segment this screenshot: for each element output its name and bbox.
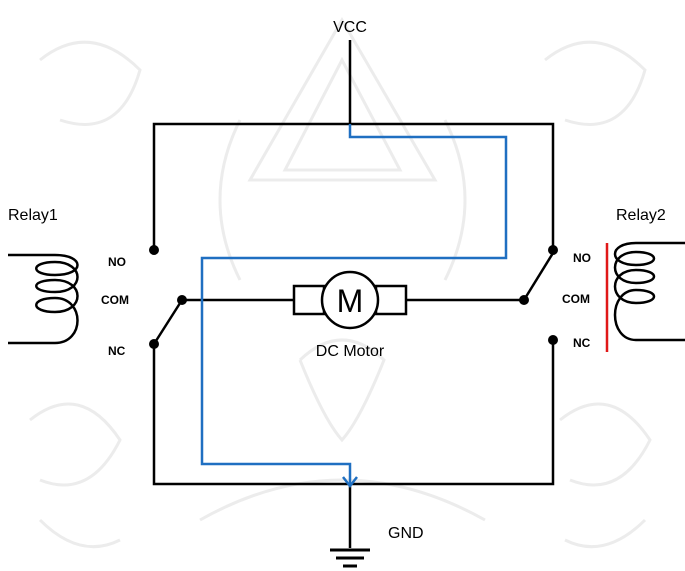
- watermark-emblem: [29, 17, 652, 549]
- top-rail-wire: [152, 122, 555, 246]
- relay2-nc-contact: [548, 335, 558, 345]
- contact-dots: [149, 245, 558, 349]
- relay2-nc-label: NC: [573, 336, 591, 350]
- motor-label: DC Motor: [316, 343, 385, 360]
- relay2-no-label: NO: [573, 251, 591, 265]
- relay2-coil-icon: [613, 241, 685, 342]
- bottom-rail-wire: [152, 340, 555, 486]
- relay2-switch-arm: [522, 252, 555, 301]
- relay1-nc-label: NC: [108, 344, 126, 358]
- gnd-label: GND: [388, 525, 424, 542]
- arrow-down-icon: [342, 476, 358, 489]
- ground-icon: [330, 548, 370, 568]
- relay2-com-contact: [519, 295, 529, 305]
- relay2-com-label: COM: [562, 292, 590, 306]
- motor-body-right: [374, 284, 408, 316]
- current-path: [200, 124, 508, 489]
- relay1-coil-icon: [8, 253, 79, 345]
- motor-circle: [320, 270, 380, 330]
- relay1-no-contact: [149, 245, 159, 255]
- current-path-line: [200, 124, 508, 484]
- relay1-com-contact: [177, 295, 187, 305]
- relay2-name: Relay2: [616, 207, 666, 224]
- relay1-switch-arm: [152, 299, 184, 345]
- relay2-no-contact: [548, 245, 558, 255]
- motor-body-left: [292, 284, 326, 316]
- relay1-nc-contact: [149, 339, 159, 349]
- motor-icon: M: [292, 270, 408, 330]
- relay1-com-label: COM: [101, 293, 129, 307]
- vcc-label: VCC: [333, 19, 367, 36]
- relay1-name: Relay1: [8, 207, 58, 224]
- motor-symbol: M: [337, 283, 364, 319]
- wiring: [152, 40, 555, 548]
- relay1-no-label: NO: [108, 255, 126, 269]
